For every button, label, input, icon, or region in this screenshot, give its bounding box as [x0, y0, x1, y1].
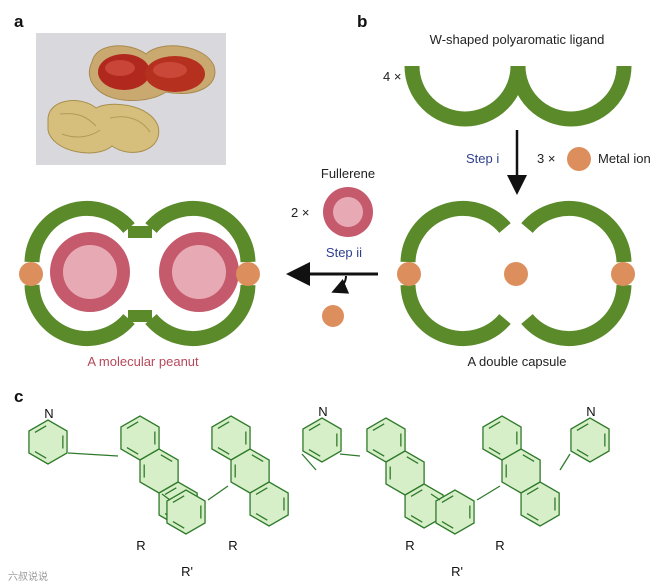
released-metal-ion	[322, 305, 344, 327]
peanut-photo	[36, 33, 226, 165]
double-bond	[488, 447, 501, 455]
double-bond	[576, 449, 589, 457]
pyridine-left	[28, 419, 68, 465]
metal-count: 3 ×	[537, 151, 555, 166]
double-bond	[172, 521, 185, 529]
double-bond	[308, 449, 321, 457]
w-ligand	[404, 65, 632, 127]
double-bond	[217, 421, 230, 429]
metal-ion-icon	[567, 147, 591, 171]
double-bond	[126, 421, 139, 429]
double-bond	[34, 451, 47, 459]
single-bond	[430, 493, 441, 501]
double-bond	[251, 454, 264, 462]
double-bond	[441, 521, 454, 529]
release-arrow	[331, 275, 350, 294]
substituent-r-1: R	[136, 538, 145, 553]
ligand-label: W-shaped polyaromatic ligand	[430, 32, 605, 47]
double-bond	[164, 487, 177, 495]
pyridine-middle	[302, 417, 342, 463]
single-bond	[207, 485, 229, 501]
double-bond	[410, 489, 423, 497]
panel-a-label: a	[14, 12, 24, 31]
double-bond	[372, 423, 385, 431]
double-bond	[160, 454, 173, 462]
single-bond	[301, 453, 317, 471]
substituent-r-prime-1: R'	[181, 564, 193, 579]
ligand-count: 4 ×	[383, 69, 401, 84]
pyridine-right-n-atom: N	[586, 404, 595, 419]
double-bond	[441, 495, 454, 503]
double-bond	[488, 421, 501, 429]
panel-b-label: b	[357, 12, 367, 31]
double-bond	[255, 513, 268, 521]
step-ii-label: Step ii	[326, 245, 362, 260]
double-bond	[526, 487, 539, 495]
double-bond	[410, 515, 423, 523]
double-bond	[308, 423, 321, 431]
single-bond	[559, 453, 571, 471]
molecular-peanut-label: A molecular peanut	[87, 354, 199, 369]
double-bond	[526, 513, 539, 521]
fullerene-count: 2 ×	[291, 205, 309, 220]
metal-ion-left	[397, 262, 421, 286]
fullerene-label: Fullerene	[321, 166, 375, 181]
ligand-structure: N R R R' N R R R' N	[28, 404, 610, 579]
double-capsule-label: A double capsule	[467, 354, 566, 369]
substituent-r-prime-2: R'	[451, 564, 463, 579]
watermark: 六叔说说	[8, 570, 48, 583]
panel-c-label: c	[14, 387, 23, 406]
metal-ion-center	[504, 262, 528, 286]
fullerene-icon	[323, 187, 373, 237]
double-bond	[372, 449, 385, 457]
pyridine-right	[570, 417, 610, 463]
single-bond	[67, 452, 119, 457]
single-bond	[161, 493, 171, 501]
pyridine-middle-n-atom: N	[318, 404, 327, 419]
double-bond	[406, 456, 419, 464]
pyridine-left-n-atom: N	[44, 406, 53, 421]
substituent-r-4: R	[495, 538, 504, 553]
metal-ion-label: Metal ion	[598, 151, 651, 166]
double-bond	[255, 487, 268, 495]
double-capsule	[397, 200, 635, 347]
double-bond	[217, 447, 230, 455]
double-bond	[576, 423, 589, 431]
double-bond	[34, 425, 47, 433]
single-bond	[476, 485, 501, 501]
substituent-r-2: R	[228, 538, 237, 553]
substituent-r-3: R	[405, 538, 414, 553]
metal-ion-right	[611, 262, 635, 286]
double-bond	[522, 454, 535, 462]
double-bond	[172, 495, 185, 503]
double-bond	[126, 447, 139, 455]
step-i-label: Step i	[466, 151, 499, 166]
single-bond	[339, 453, 361, 457]
molecular-peanut	[19, 200, 260, 347]
